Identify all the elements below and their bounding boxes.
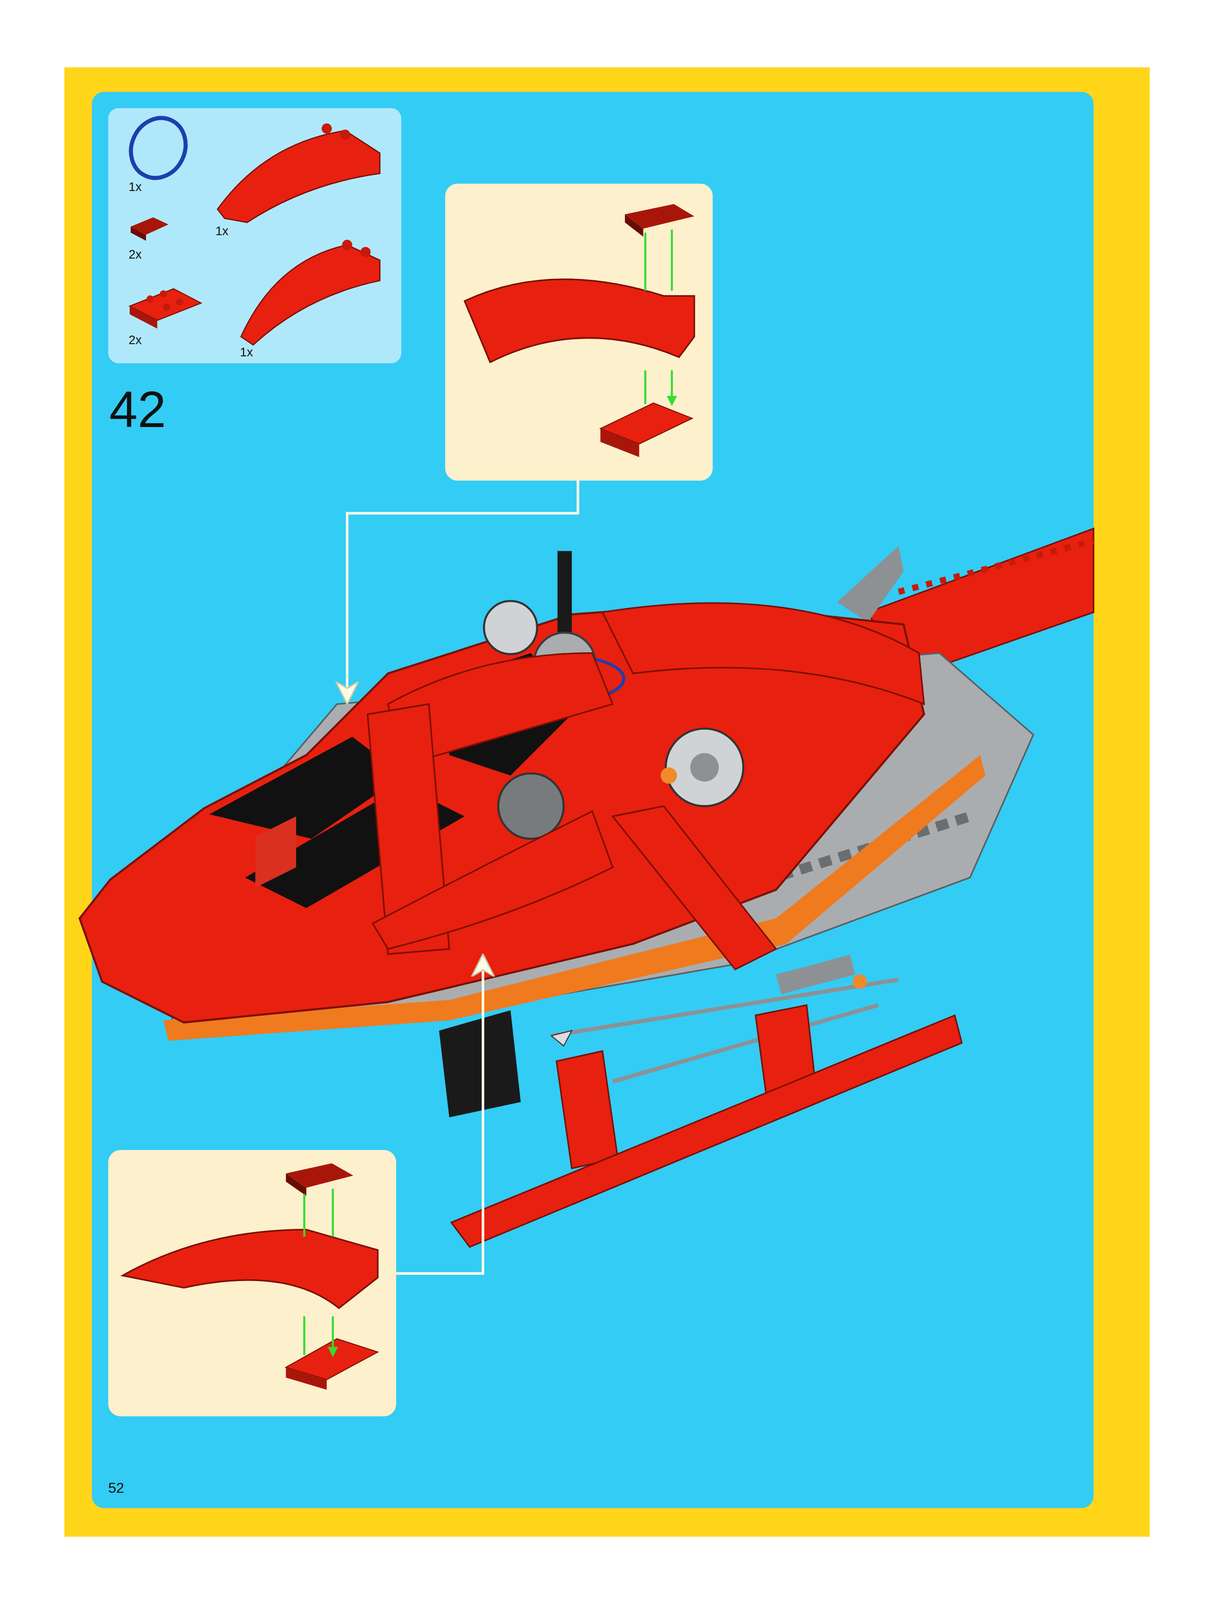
- helicopter-model-part: [483, 601, 538, 655]
- helicopter-model-part: [498, 773, 564, 839]
- helicopter-model-part: [660, 767, 677, 784]
- helicopter-model-part: [690, 753, 719, 782]
- sub-assembly-callout-part: [286, 1173, 307, 1197]
- sub-assembly-callout: [108, 1150, 397, 1417]
- sub-assembly-callout-part: [464, 279, 695, 363]
- helicopter-model-part: [557, 551, 572, 643]
- parts-panel-part: [340, 129, 351, 141]
- parts-panel-part: [130, 226, 146, 242]
- part-count: 1x: [128, 180, 142, 193]
- part-count: 1x: [240, 346, 254, 359]
- helicopter-model-part: [612, 806, 777, 970]
- helicopter-model-part: [551, 979, 899, 1037]
- helicopter-model-part: [898, 541, 1094, 593]
- helicopter-model-part: [556, 1051, 618, 1169]
- parts-panel-part: [217, 130, 380, 223]
- parts-panel-part: [360, 246, 371, 258]
- sub-assembly-callout-part: [304, 1189, 333, 1356]
- sub-assembly-callout-part: [624, 214, 644, 237]
- sub-assembly-callout: [445, 183, 713, 481]
- helicopter-model-part: [775, 954, 856, 995]
- helicopter-model-part: [255, 816, 297, 889]
- parts-panel-part: [129, 306, 158, 329]
- parts-panel: [108, 108, 401, 364]
- sub-assembly-callout-part: [122, 1230, 379, 1309]
- helicopter-model: [79, 528, 1094, 1248]
- part-count: 1x: [215, 224, 229, 237]
- helicopter-model-part: [602, 603, 925, 705]
- page-frame-part: [64, 67, 1150, 1538]
- parts-panel-part: [159, 290, 168, 298]
- parts-panel-part: [241, 245, 380, 346]
- helicopter-model-part: [451, 1015, 962, 1248]
- part-count: 2x: [128, 248, 142, 261]
- sub-assembly-callout-part: [108, 1150, 397, 1417]
- leader-lines-part: [396, 956, 483, 1275]
- sub-assembly-callout-part: [445, 183, 713, 481]
- parts-panel-part: [108, 108, 401, 364]
- parts-panel-part: [162, 303, 170, 311]
- helicopter-model-part: [372, 811, 613, 950]
- helicopter-model-part: [852, 974, 867, 989]
- step-number: 42: [109, 383, 166, 435]
- parts-panel-part: [146, 295, 154, 303]
- parts-panel-part: [321, 123, 333, 134]
- helicopter-model-part: [551, 1030, 572, 1047]
- sub-assembly-callout-part: [600, 428, 640, 457]
- page-frame: [64, 67, 1150, 1538]
- page-number: 52: [108, 1481, 124, 1496]
- part-count: 2x: [128, 333, 142, 347]
- helicopter-model-part: [438, 1010, 521, 1118]
- sub-assembly-callout-part: [286, 1367, 328, 1391]
- parts-panel-part: [121, 109, 196, 187]
- parts-panel-part: [176, 298, 184, 306]
- parts-panel-part: [341, 239, 353, 251]
- helicopter-model-part: [665, 728, 744, 807]
- helicopter-model-part: [837, 546, 904, 623]
- leader-lines-part: [347, 480, 579, 703]
- sub-assembly-callout-part: [645, 229, 672, 405]
